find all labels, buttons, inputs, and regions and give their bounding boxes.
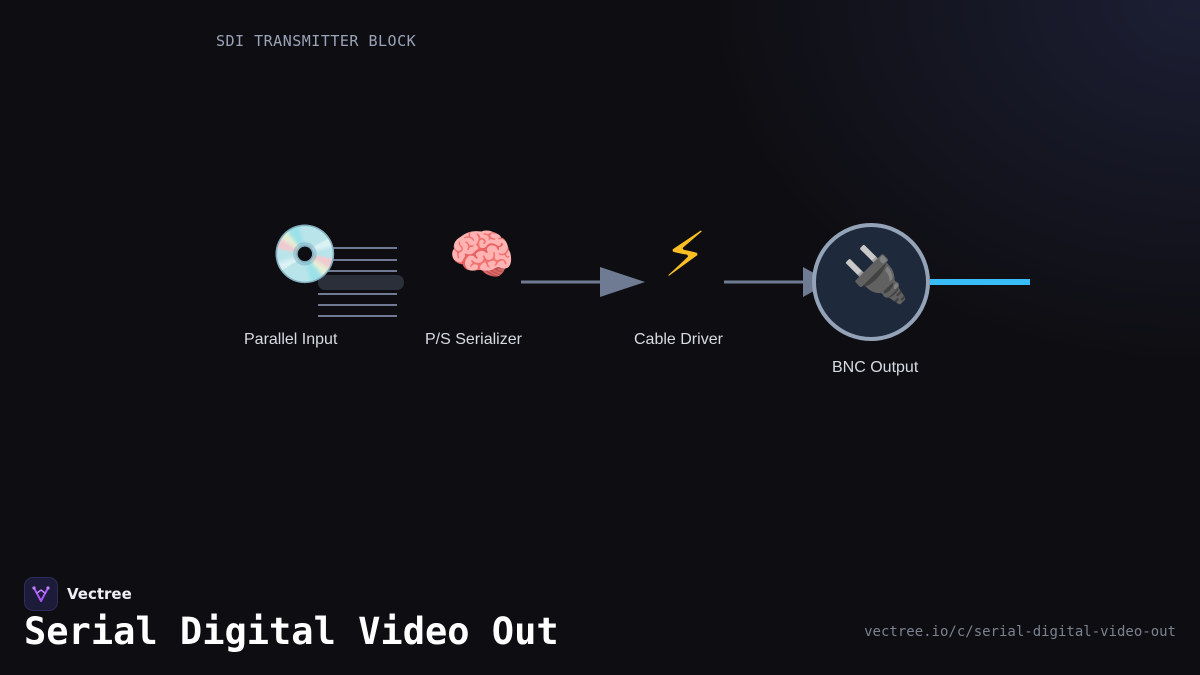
bus-bar <box>318 275 404 290</box>
brand[interactable]: Vectree <box>24 577 132 611</box>
plug-icon: 🔌 <box>842 243 910 306</box>
node-label-parallel-input: Parallel Input <box>244 331 338 348</box>
parallel-bus-lines <box>318 247 397 317</box>
node-label-cable-driver: Cable Driver <box>634 331 723 348</box>
disc-icon: 💿 <box>270 222 340 287</box>
page-title: Serial Digital Video Out <box>24 610 559 653</box>
lightning-icon: ⚡ <box>663 218 707 291</box>
node-label-bnc-output: BNC Output <box>832 359 919 376</box>
brand-name: Vectree <box>67 585 132 603</box>
block-title: SDI TRANSMITTER BLOCK <box>216 32 417 50</box>
brain-icon: 🧠 <box>448 223 516 286</box>
vectree-logo-icon <box>24 577 58 611</box>
bnc-connector-circle <box>812 223 930 341</box>
source-url[interactable]: vectree.io/c/serial-digital-video-out <box>864 624 1176 640</box>
arrow-serializer-to-driver <box>521 267 645 297</box>
node-label-ps-serializer: P/S Serializer <box>425 331 522 348</box>
